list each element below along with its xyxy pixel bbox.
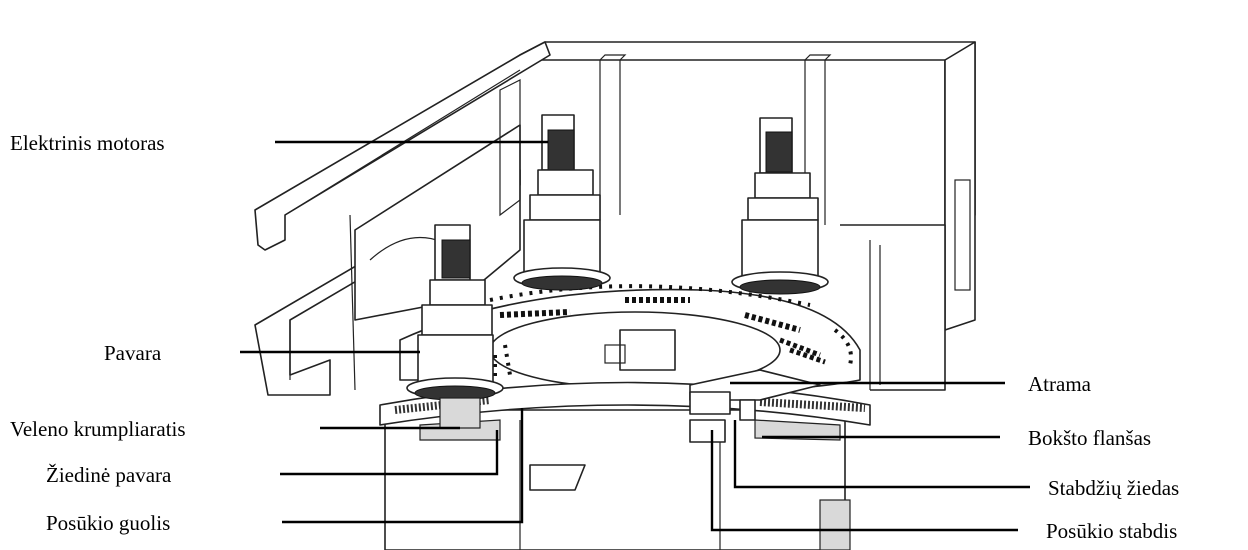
label-tower-flange: Bokšto flanšas (1028, 426, 1151, 450)
label-ring-gear: Žiedinė pavara (46, 463, 172, 487)
bedplate (399, 284, 861, 390)
leader-ring-gear (280, 430, 499, 476)
label-yaw-brake: Posūkio stabdis (1046, 519, 1177, 543)
leader-brake-ring (733, 420, 1030, 489)
support-bracket (689, 369, 821, 443)
label-support: Atrama (1028, 372, 1092, 396)
leader-lines (240, 140, 1030, 532)
label-pinion: Veleno krumpliaratis (10, 417, 186, 441)
label-brake-ring: Stabdžių žiedas (1048, 476, 1179, 500)
label-gearbox: Pavara (104, 341, 162, 365)
label-yaw-bearing: Posūkio guolis (46, 511, 170, 535)
leader-yaw-brake (710, 430, 1018, 532)
nacelle-frame (254, 41, 976, 396)
drive-unit-right (731, 117, 829, 295)
leader-yaw-bearing (282, 408, 524, 524)
label-motor: Elektrinis motoras (10, 131, 165, 155)
drive-unit-front (406, 224, 504, 429)
